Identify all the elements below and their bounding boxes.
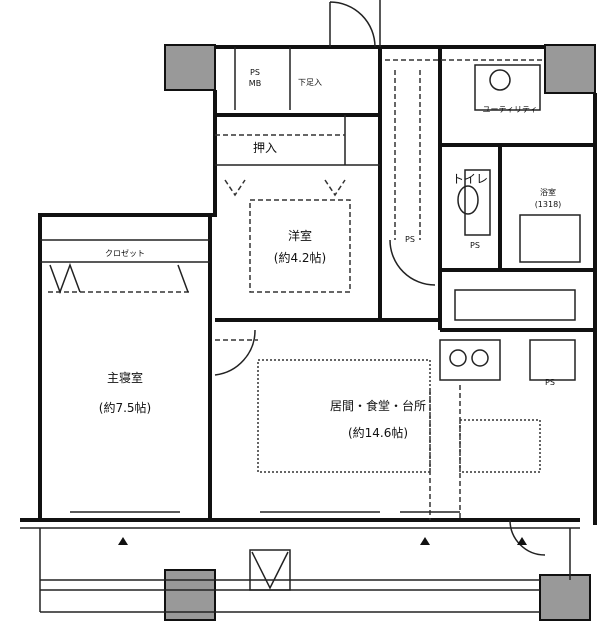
stove-burner-icon: [449, 349, 467, 367]
interior-walls: [40, 47, 595, 591]
utility-label: ユーティリティ: [482, 105, 537, 114]
ps-mb-label: PS: [250, 68, 260, 77]
structural-columns: [164, 44, 596, 621]
entrance-door: [329, 0, 381, 48]
stove-burner-icon: [471, 349, 489, 367]
western-room-size: (約4.2帖): [274, 250, 326, 265]
western-room-name: 洋室: [288, 228, 312, 243]
ps-label: PS: [470, 241, 480, 250]
walk-closet-label: クロゼット: [105, 248, 145, 258]
ps-label: PS: [405, 235, 415, 244]
bath-size: (1318): [535, 200, 562, 209]
ps-mb-label: MB: [249, 79, 261, 88]
closet-label: 押入: [253, 141, 277, 155]
bath-name: 浴室: [540, 187, 556, 197]
window-marker-icons: [118, 537, 527, 545]
master-bedroom-size: (約7.5帖): [99, 400, 151, 415]
ps-label: PS: [545, 378, 555, 387]
toilet-label: トイレ: [452, 172, 488, 186]
shoe-storage-label: 下足入: [298, 78, 322, 87]
ldk-name: 居間・食堂・台所: [330, 398, 426, 413]
ldk-size: (約14.6帖): [348, 425, 408, 440]
washer-icon: [489, 69, 511, 91]
master-bedroom-name: 主寝室: [107, 370, 143, 385]
toilet-fixture-icon: [457, 185, 479, 215]
